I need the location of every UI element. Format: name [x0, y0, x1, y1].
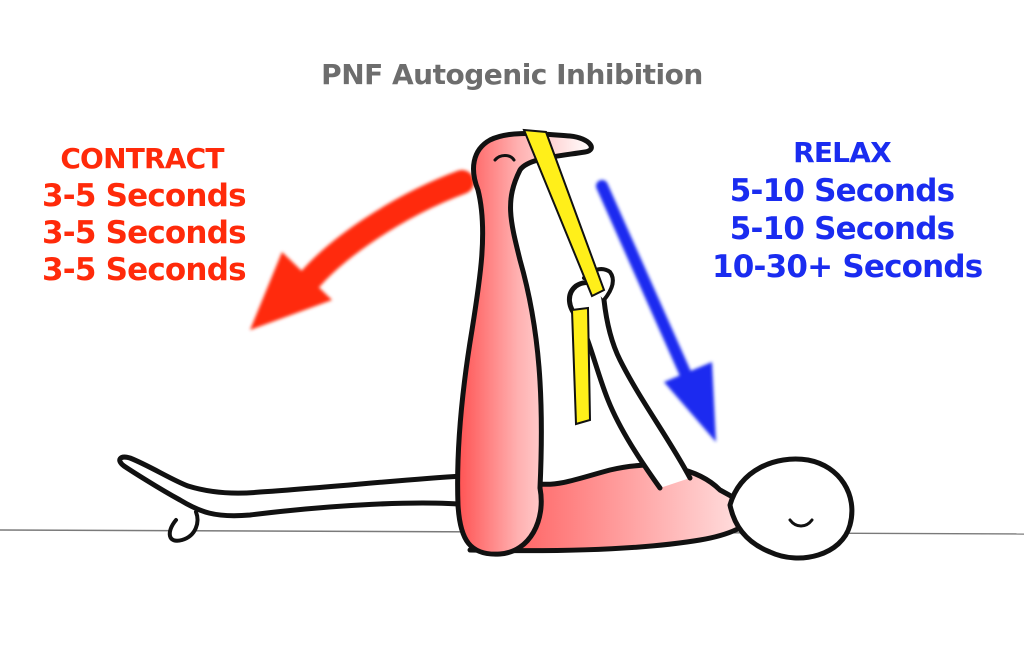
- contract-phase-label: CONTRACT 3-5 Seconds 3-5 Seconds 3-5 Sec…: [42, 140, 247, 289]
- arms: [567, 280, 693, 491]
- relax-arrow: [596, 180, 716, 442]
- relax-duration-1: 5-10 Seconds: [729, 173, 955, 209]
- relax-phase-label: RELAX 5-10 Seconds 5-10 Seconds 10-30+ S…: [712, 134, 983, 286]
- strap: [522, 128, 606, 426]
- relax-heading: RELAX: [793, 136, 892, 169]
- relax-duration-3: 10-30+ Seconds: [712, 249, 983, 285]
- contract-duration-1: 3-5 Seconds: [42, 178, 247, 214]
- contract-heading: CONTRACT: [60, 142, 224, 175]
- raised-leg: [455, 131, 594, 557]
- contract-duration-3: 3-5 Seconds: [42, 252, 247, 288]
- contract-duration-2: 3-5 Seconds: [42, 215, 247, 251]
- resting-leg: [117, 454, 473, 519]
- relax-duration-2: 5-10 Seconds: [729, 211, 955, 247]
- person-stretching-figure: [117, 131, 855, 561]
- contract-arrow: [250, 170, 474, 330]
- diagram-title: PNF Autogenic Inhibition: [321, 58, 703, 91]
- head: [727, 456, 855, 561]
